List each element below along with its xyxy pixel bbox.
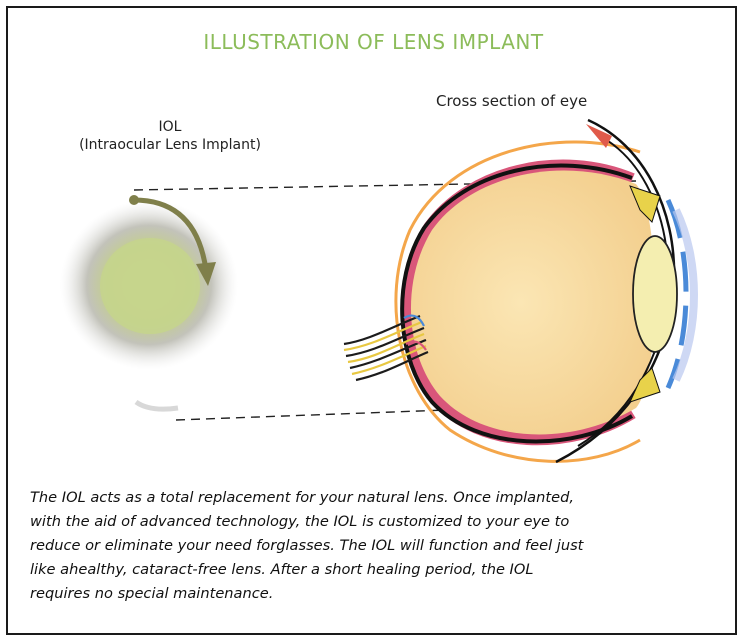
natural-lens: [633, 236, 677, 352]
description-caption: The IOL acts as a total replacement for …: [30, 486, 730, 606]
arrow-tail-dot: [129, 195, 139, 205]
caption-line: with the aid of advanced technology, the…: [30, 510, 730, 534]
caption-line: reduce or eliminate your need forglasses…: [30, 534, 730, 558]
iol-haptic: [136, 402, 178, 409]
caption-line: requires no special maintenance.: [30, 582, 730, 606]
caption-line: like ahealthy, cataract-free lens. After…: [30, 558, 730, 582]
caption-line: The IOL acts as a total replacement for …: [30, 486, 730, 510]
iol-optic: [100, 238, 200, 334]
